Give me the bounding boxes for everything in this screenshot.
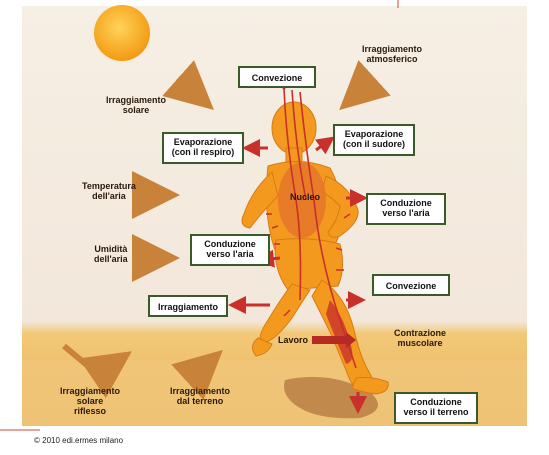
label-umidita-aria: Umidità dell'aria: [94, 244, 128, 264]
label-irraggiamento-terreno: Irraggiamento dal terreno: [170, 386, 230, 406]
label-irraggiamento-solare: Irraggiamento solare: [106, 95, 166, 115]
label-temperatura-aria: Temperatura dell'aria: [82, 181, 136, 201]
box-conduzione-aria-left: Conduzione verso l'aria: [190, 234, 270, 266]
box-conduzione-terreno: Conduzione verso il terreno: [394, 392, 478, 424]
box-evaporazione-sudore: Evaporazione (con il sudore): [333, 124, 415, 156]
copyright: © 2010 edi.ermes milano: [34, 436, 123, 445]
box-conduzione-aria-right: Conduzione verso l'aria: [366, 193, 446, 225]
box-evaporazione-respiro: Evaporazione (con il respiro): [162, 132, 244, 164]
label-contrazione-muscolare: Contrazione muscolare: [394, 328, 446, 348]
box-convezione-top: Convezione: [238, 66, 316, 88]
label-lavoro: Lavoro: [278, 335, 308, 345]
sun-icon: [94, 5, 150, 61]
label-nucleo: Nucleo: [290, 192, 320, 202]
label-irraggiamento-solare-riflesso: Irraggiamento solare riflesso: [60, 386, 120, 416]
label-irraggiamento-atmosferico: Irraggiamento atmosferico: [362, 44, 422, 64]
box-convezione-right: Convezione: [372, 274, 450, 296]
box-irraggiamento: Irraggiamento: [148, 295, 228, 317]
